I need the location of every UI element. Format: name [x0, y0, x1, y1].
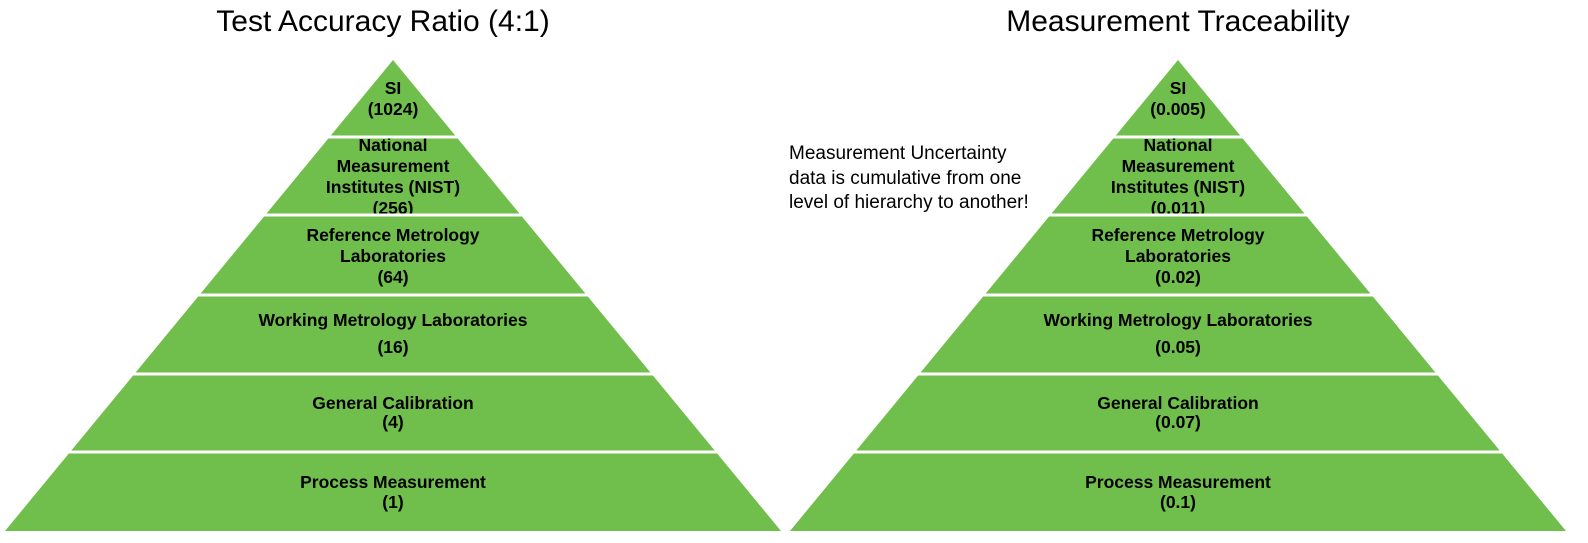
- pyramid-level-label: Reference Metrology: [1091, 225, 1264, 245]
- pyramid-level-label: (0.005): [1150, 99, 1205, 119]
- pyramid-level-label: National: [358, 135, 427, 155]
- pyramid-level-label: (1): [382, 492, 403, 512]
- pyramid-level-si: [1114, 60, 1242, 137]
- pyramid-level-process-measurement: [5, 452, 781, 531]
- pyramid-level-label: Institutes (NIST): [1111, 177, 1245, 197]
- pyramid-level-label: General Calibration: [1097, 393, 1258, 413]
- pyramid-level-general-calibration: [70, 374, 716, 452]
- uncertainty-note: Measurement Uncertainty data is cumulati…: [789, 143, 1029, 213]
- pyramid-level-label: (1024): [368, 99, 419, 119]
- pyramid-level-working-labs: [134, 295, 652, 374]
- pyramid-level-working-labs: [919, 295, 1437, 374]
- pyramid-level-label: National: [1143, 135, 1212, 155]
- pyramid-level-label: (256): [373, 198, 414, 218]
- pyramid-level-reference-labs: [984, 215, 1372, 295]
- pyramid-level-label: (0.02): [1155, 267, 1201, 287]
- pyramid-level-label: SI: [385, 78, 402, 98]
- pyramid-level-label: (0.011): [1151, 198, 1205, 218]
- pyramid-level-label: Reference Metrology: [306, 225, 479, 245]
- pyramid-title-traceability: Measurement Traceability: [1006, 5, 1350, 38]
- pyramid-level-label: General Calibration: [312, 393, 473, 413]
- pyramid-level-label: Working Metrology Laboratories: [1043, 310, 1312, 330]
- pyramid-level-national-institutes: [1050, 137, 1306, 215]
- pyramid-level-label: (64): [377, 267, 408, 287]
- pyramid-level-label: Measurement: [1122, 156, 1235, 176]
- pyramid-level-label: (0.1): [1160, 492, 1196, 512]
- pyramid-level-label: Measurement: [337, 156, 450, 176]
- pyramid-level-label: (4): [382, 412, 403, 432]
- pyramid-level-label: (0.07): [1155, 412, 1201, 432]
- pyramid-level-national-institutes: [265, 137, 521, 215]
- pyramid-level-reference-labs: [199, 215, 587, 295]
- pyramid-level-process-measurement: [790, 452, 1566, 531]
- pyramid-level-label: Process Measurement: [300, 472, 486, 492]
- pyramid-level-label: SI: [1170, 78, 1187, 98]
- pyramid-level-label: (16): [377, 337, 408, 357]
- pyramid-level-label: Laboratories: [340, 246, 446, 266]
- pyramid-level-label: (0.05): [1155, 337, 1201, 357]
- pyramid-level-si: [329, 60, 457, 137]
- pyramid-level-label: Process Measurement: [1085, 472, 1271, 492]
- pyramid-level-label: Working Metrology Laboratories: [258, 310, 527, 330]
- pyramid-level-general-calibration: [855, 374, 1501, 452]
- pyramid-level-label: Institutes (NIST): [326, 177, 460, 197]
- pyramid-title-test-accuracy: Test Accuracy Ratio (4:1): [216, 5, 550, 38]
- pyramid-level-label: Laboratories: [1125, 246, 1231, 266]
